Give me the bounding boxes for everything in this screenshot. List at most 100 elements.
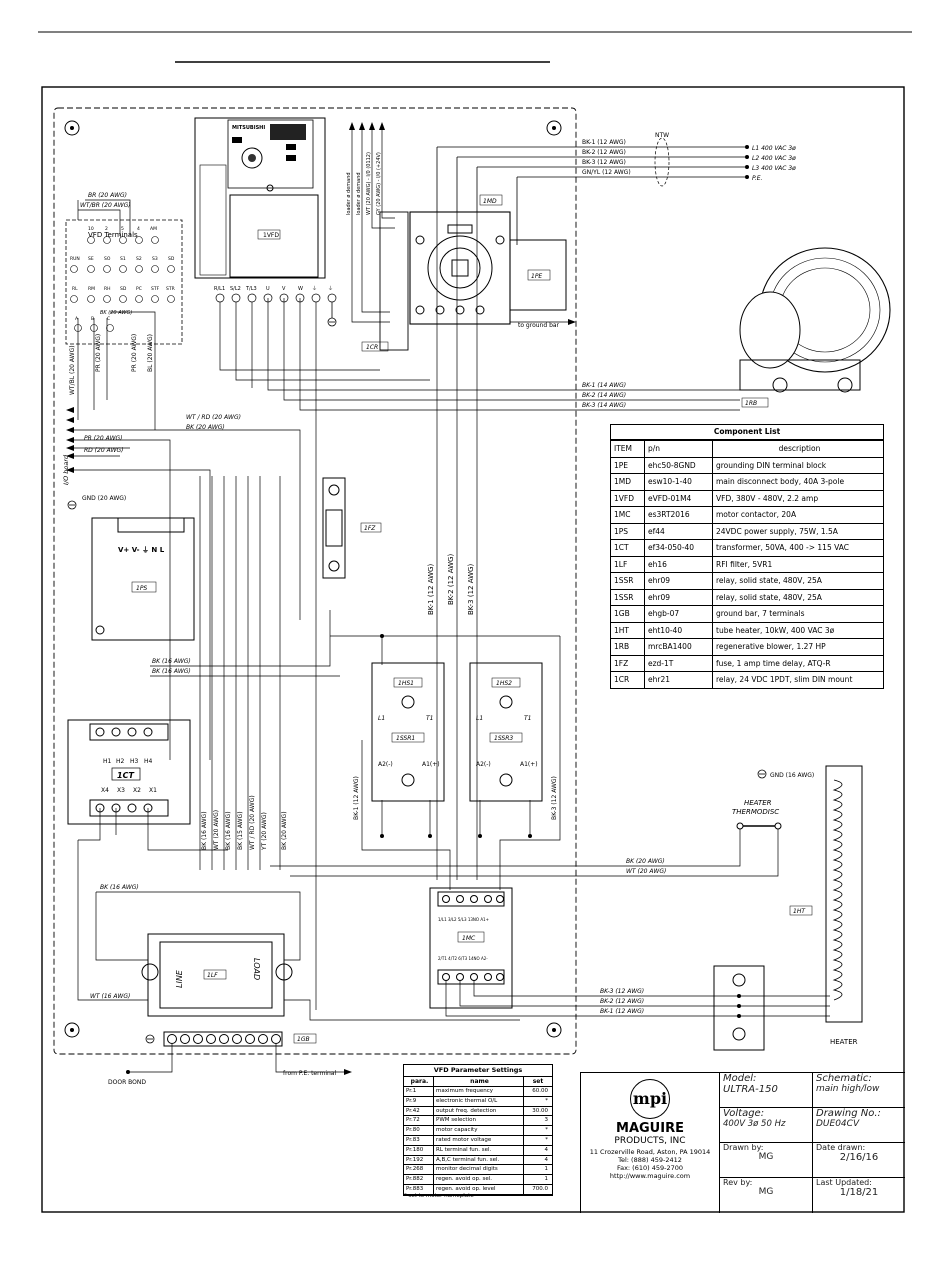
table-cell: main disconnect body, 40A 3-pole bbox=[716, 477, 845, 486]
table-cell: Pr.80 bbox=[404, 1126, 434, 1135]
rev-by-value: MG bbox=[758, 1187, 774, 1197]
header-cell: name bbox=[434, 1077, 524, 1086]
terminal-label: ⏚ bbox=[312, 285, 317, 292]
table-cell: ehc50-8GND bbox=[645, 457, 713, 473]
wire-label: YT (20 AWG) bbox=[261, 812, 268, 851]
table-cell: relay, solid state, 480V, 25A bbox=[716, 576, 822, 585]
contactor-top: 1/L1 3/L2 5/L3 13NO A1+ bbox=[438, 917, 489, 922]
pe-terminal-label: from P.E. terminal bbox=[283, 1070, 336, 1077]
table-cell: esw10-1-40 bbox=[645, 474, 713, 490]
terminal-label: R/L1 bbox=[214, 286, 225, 292]
header-cell: para. bbox=[404, 1077, 434, 1086]
terminal-label: U bbox=[266, 286, 270, 292]
voltage-value: 400V 3ø 50 Hz bbox=[723, 1119, 786, 1129]
terminal-label: PC bbox=[136, 286, 142, 292]
ssr-1: 1HS1 L1 T1 1SSR1 A2(-) A1(+) bbox=[371, 662, 445, 802]
wire-label: BK (16 AWG) bbox=[225, 811, 232, 850]
table-cell: rated motor voltage bbox=[434, 1135, 524, 1145]
wire-label: BK (16 AWG) bbox=[152, 668, 191, 675]
terminal-label: T/L3 bbox=[245, 286, 257, 292]
table-cell: 30.00 bbox=[532, 1107, 548, 1114]
table-cell: maximum frequency bbox=[434, 1087, 524, 1096]
wire-label: BK (16 AWG) bbox=[152, 658, 191, 665]
table-cell: ezd-1T bbox=[645, 655, 713, 671]
table-cell: Pr.268 bbox=[404, 1165, 434, 1175]
power-supply: V+ V- ⏚ N L 1PS bbox=[91, 517, 195, 641]
ground-bar: 1GB bbox=[145, 1031, 317, 1047]
table-cell: regen. avoid op. sel. bbox=[434, 1175, 524, 1184]
mount-hole-icon bbox=[546, 1022, 562, 1038]
table-cell: mrcBA1400 bbox=[645, 639, 713, 655]
wire-label: GND (20 AWG) bbox=[82, 495, 126, 502]
filter-line: LINE bbox=[175, 969, 184, 988]
table-cell: eVFD-01M4 bbox=[645, 490, 713, 506]
table-cell: output freq. detection bbox=[434, 1106, 524, 1116]
ps-terminals: V+ V- ⏚ N L bbox=[118, 546, 165, 554]
component-list-title: Component List bbox=[611, 425, 883, 440]
table-cell: motor contactor, 20A bbox=[716, 510, 797, 519]
table-cell: 1LF bbox=[611, 556, 645, 572]
fuse-tag: 1FZ bbox=[364, 525, 376, 532]
ps-tag: 1PS bbox=[136, 585, 147, 592]
ground-icon bbox=[145, 1034, 155, 1044]
date-drawn-value: 2/16/16 bbox=[839, 1152, 879, 1163]
table-cell: ehr09 bbox=[645, 573, 713, 589]
ssr-term: A1(+) bbox=[422, 761, 440, 768]
table-cell: motor capacity bbox=[434, 1126, 524, 1135]
ssr-term: A2(-) bbox=[378, 761, 393, 768]
table-cell: PWM selection bbox=[434, 1116, 524, 1126]
wire-label: BK (20 AWG) bbox=[186, 424, 225, 431]
xfmr-term: X4 bbox=[101, 787, 109, 794]
table-cell: 1 bbox=[544, 1176, 549, 1183]
mount-hole-icon bbox=[546, 120, 562, 136]
company-logo-icon: mpi bbox=[630, 1079, 670, 1119]
table-cell: A,B,C terminal fun. sel. bbox=[434, 1155, 524, 1165]
table-cell: 700.0 bbox=[532, 1185, 548, 1192]
terminal-label: ⏚ bbox=[328, 285, 333, 292]
terminal-label: 10 bbox=[88, 226, 94, 232]
ssr-2: 1HS2 L1 T1 1SSR3 A2(-) A1(+) bbox=[469, 662, 543, 802]
table-cell: 1PE bbox=[611, 457, 645, 473]
wire-label: BK-2 (14 AWG) bbox=[582, 392, 626, 399]
table-cell: Pr.192 bbox=[404, 1155, 434, 1165]
company-name-2: PRODUCTS, INC bbox=[614, 1136, 686, 1146]
table-cell: Pr.883 bbox=[404, 1184, 434, 1194]
ground-bar-label: to ground bar bbox=[518, 322, 560, 329]
main-disconnect: 1MD 1PE to ground bar 1CR bbox=[361, 194, 567, 352]
terminal-label: RM bbox=[88, 286, 95, 292]
table-cell: 4 bbox=[544, 1156, 549, 1163]
table-cell: 1PS bbox=[611, 523, 645, 539]
contactor-bottom: 2/T1 4/T2 6/T3 14NO A2- bbox=[438, 956, 488, 961]
tube-heater: 1HT HEATER bbox=[789, 765, 863, 1046]
wire-label: WT / RD (20 AWG) bbox=[249, 795, 256, 850]
company-web: http://www.maguire.com bbox=[609, 1172, 691, 1180]
ssr-term: T1 bbox=[524, 715, 531, 722]
table-cell: VFD, 380V - 480V, 2.2 amp bbox=[716, 493, 819, 503]
wire-label: PR (20 AWG) bbox=[84, 435, 123, 442]
drawn-by-label: Drawn by: bbox=[723, 1143, 764, 1152]
wire-label: PR (20 AWG) bbox=[95, 334, 102, 372]
table-cell: relay, solid state, 480V, 25A bbox=[716, 592, 822, 602]
door-bond-label: DOOR BOND bbox=[108, 1079, 146, 1086]
table-cell: 1CR bbox=[611, 672, 645, 688]
terminal-label: 4 bbox=[137, 226, 140, 232]
ground-icon bbox=[327, 302, 337, 327]
wire-label: BK-1 (14 AWG) bbox=[582, 382, 626, 389]
terminal-label: L3 400 VAC 3ø bbox=[752, 165, 796, 172]
loader-label: loader ø demand bbox=[356, 172, 362, 215]
wire-label: BK-3 (14 AWG) bbox=[582, 402, 626, 409]
table-cell: Pr.882 bbox=[404, 1175, 434, 1184]
vfd-terminals-title: VFD Terminals bbox=[88, 231, 138, 239]
wire-label: WT (20 AWG) bbox=[626, 868, 666, 875]
